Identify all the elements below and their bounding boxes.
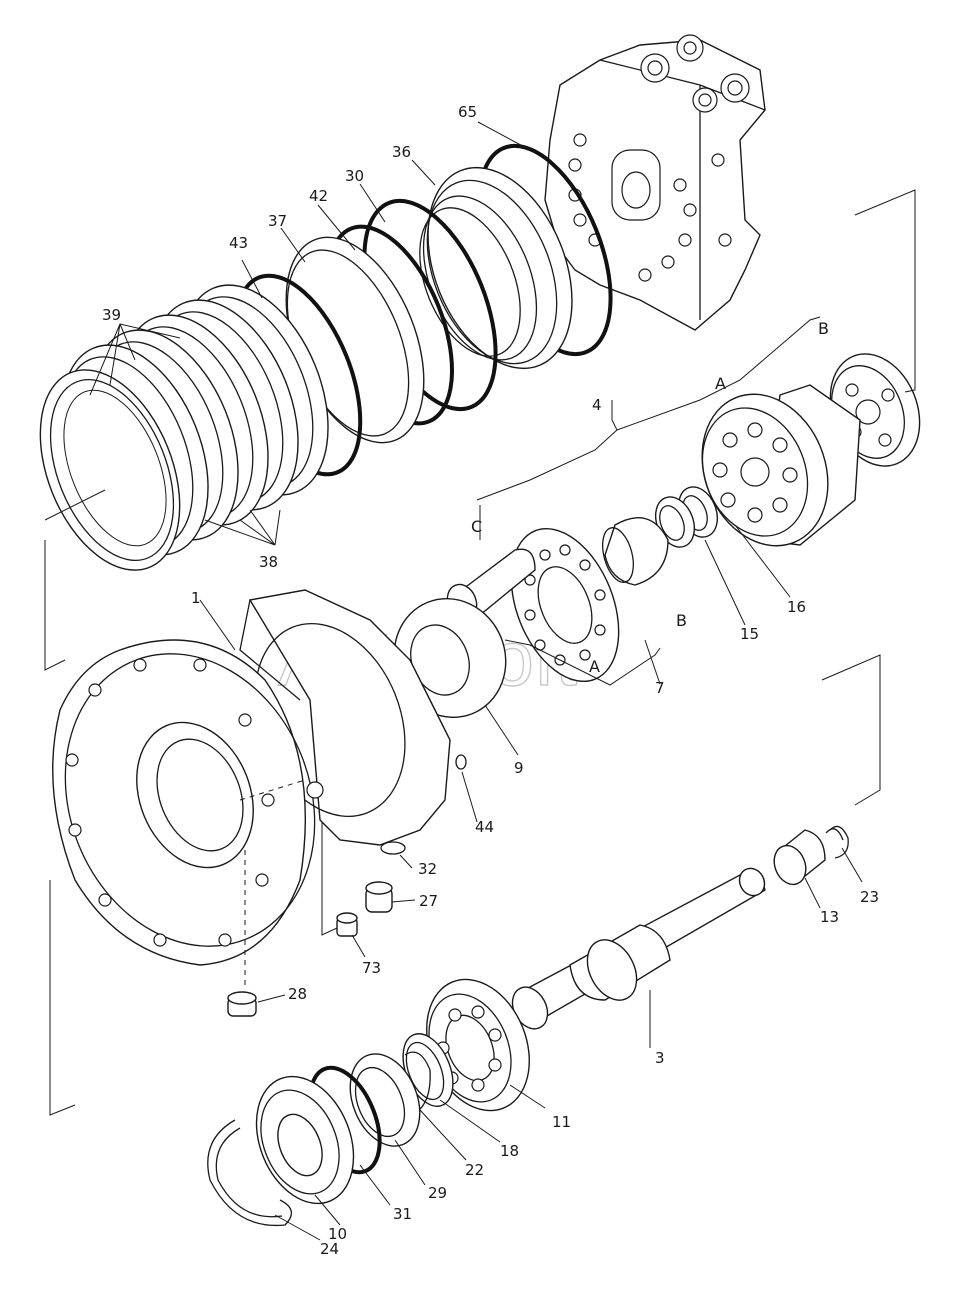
part-7-retainer-plate — [510, 527, 620, 683]
assembly-guide-lines — [44, 189, 916, 1116]
part-39-38-disc-pack — [39, 284, 329, 571]
reference-letters: A B C B A — [471, 319, 829, 676]
callout-32: 32 — [418, 860, 437, 878]
part-28-plug — [227, 991, 257, 1017]
callout-29: 29 — [428, 1184, 447, 1202]
part-73-plug — [336, 912, 358, 937]
callout-4: 4 — [592, 396, 602, 414]
callout-13: 13 — [820, 908, 839, 926]
callout-15: 15 — [740, 625, 759, 643]
callout-1: 1 — [191, 589, 201, 607]
callout-27: 27 — [419, 892, 438, 910]
part-22-snap-ring — [404, 1051, 431, 1116]
callout-42: 42 — [309, 187, 328, 205]
callout-24: 24 — [320, 1240, 339, 1258]
callout-65: 65 — [458, 103, 477, 121]
callout-73: 73 — [362, 959, 381, 977]
callout-44: 44 — [475, 818, 494, 836]
valve-housing — [544, 34, 766, 331]
callout-38: 38 — [259, 553, 278, 571]
letter-a-top: A — [715, 374, 726, 393]
callout-39: 39 — [102, 306, 121, 324]
part-44-o-ring — [455, 754, 467, 770]
callout-37: 37 — [268, 212, 287, 230]
part-18-ring-inner — [405, 1041, 445, 1101]
letter-b-mid: B — [676, 611, 687, 630]
part-10-cover — [255, 1075, 355, 1205]
letter-b-top: B — [818, 319, 829, 338]
part-1-motor-housing — [52, 589, 451, 966]
callout-3: 3 — [655, 1049, 665, 1067]
leader-lines — [44, 121, 863, 1241]
letter-a-mid: A — [589, 657, 600, 676]
retainer-ball — [604, 517, 669, 586]
callout-23: 23 — [860, 888, 879, 906]
part-27-plug — [365, 881, 393, 913]
callout-11: 11 — [552, 1113, 571, 1131]
cylinder-block-assembly — [602, 353, 921, 586]
part-24-snap-ring — [207, 1119, 292, 1227]
callout-28: 28 — [288, 985, 307, 1003]
callout-22: 22 — [465, 1161, 484, 1179]
part-29-seal — [349, 1053, 421, 1147]
callout-9: 9 — [514, 759, 524, 777]
callout-10: 10 — [328, 1225, 347, 1243]
callout-labels: 65 36 30 42 37 43 39 38 1 4 9 44 32 27 7… — [102, 103, 879, 1258]
callout-16: 16 — [787, 598, 806, 616]
callout-31: 31 — [393, 1205, 412, 1223]
callout-43: 43 — [229, 234, 248, 252]
callout-7: 7 — [655, 679, 665, 697]
part-3-drive-shaft — [511, 867, 766, 1030]
callout-36: 36 — [392, 143, 411, 161]
letter-c-mid: C — [471, 517, 482, 536]
part-24-snap-ring-inner — [215, 1127, 283, 1218]
part-13-collar — [773, 829, 826, 886]
callout-18: 18 — [500, 1142, 519, 1160]
callout-30: 30 — [345, 167, 364, 185]
part-36-piston — [419, 166, 573, 370]
part-23-snap-ring-inner — [825, 828, 844, 841]
part-32-o-ring — [380, 841, 406, 855]
part-23-snap-ring — [829, 825, 849, 859]
